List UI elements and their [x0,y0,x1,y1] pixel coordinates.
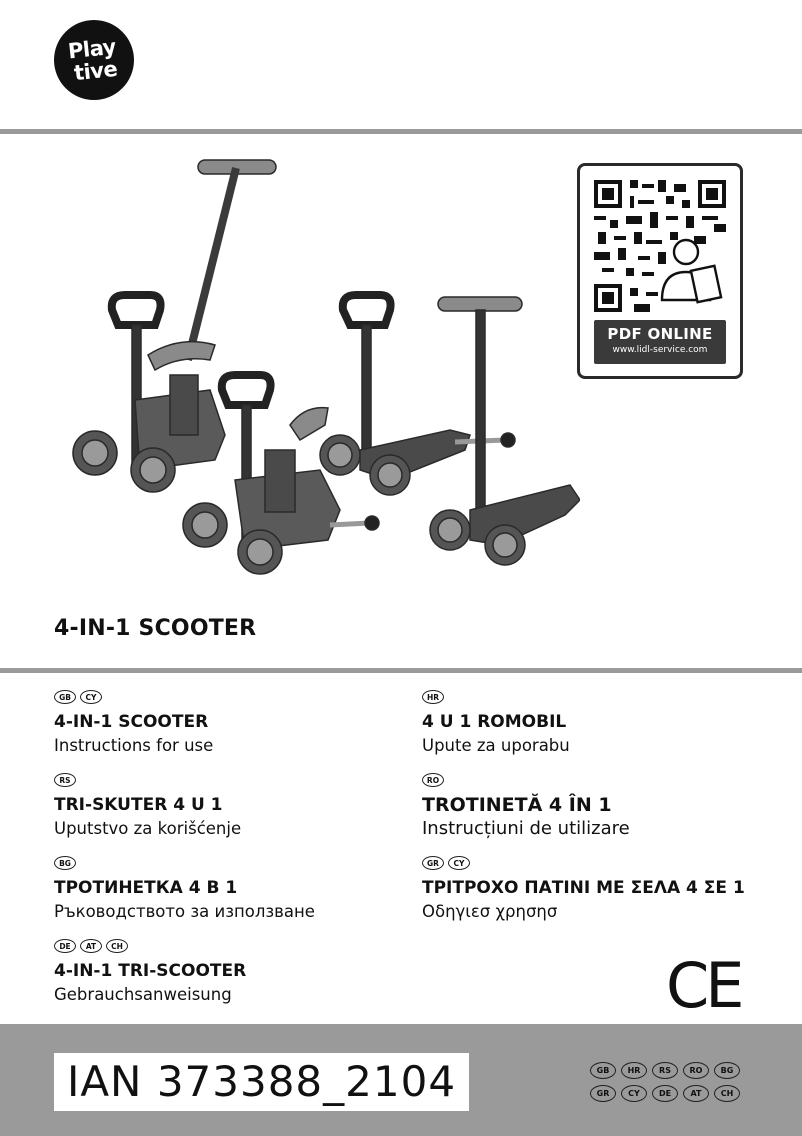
lang-title: 4 U 1 ROMOBIL [422,712,567,732]
country-badges: HR [422,690,570,706]
ce-mark: CE [666,949,744,1022]
pdf-online-label: PDF ONLINE www.lidl-service.com [594,320,726,364]
country-badge: GB [590,1062,616,1079]
lidl-service-url[interactable]: www.lidl-service.com [612,345,708,355]
lang-title: ТРОТИНЕТКА 4 В 1 [54,878,238,898]
country-badge: CH [106,939,128,953]
lang-subtitle: Ръководството за използване [54,902,315,921]
country-badge: RO [683,1062,709,1079]
qr-code-box[interactable]: PDF ONLINE www.lidl-service.com [577,163,743,379]
country-badge: CY [80,690,102,704]
country-badges: GR CY [422,856,745,872]
lang-block-gb-cy: GB CY 4-IN-1 SCOOTER Instructions for us… [54,690,213,756]
lang-subtitle: Uputstvo za korišćenje [54,819,242,838]
playtive-logo: Play tive [54,20,134,100]
lang-title: 4-IN-1 TRI-SCOOTER [54,961,247,981]
lang-title: TROTINETĂ 4 ÎN 1 [422,794,612,816]
country-badge: DE [54,939,76,953]
lang-block-bg: BG ТРОТИНЕТКА 4 В 1 Ръководството за изп… [54,856,315,922]
lang-block-de-at-ch: DE AT CH 4-IN-1 TRI-SCOOTER Gebrauchsanw… [54,939,246,1005]
lang-block-hr: HR 4 U 1 ROMOBIL Upute za uporabu [422,690,570,756]
country-badge: RS [54,773,76,787]
scooter-3 [319,291,516,496]
lang-subtitle: Upute za uporabu [422,736,570,755]
logo-text-tive: tive [73,56,119,86]
scooter-illustration [72,159,580,575]
country-badge: GR [590,1085,616,1102]
country-badges: BG [54,856,315,872]
lang-block-rs: RS TRI-SKUTER 4 U 1 Uputstvo za korišćen… [54,773,241,839]
country-badge: DE [652,1085,678,1102]
scooter-4 [429,296,580,566]
scooter-1 [72,159,277,493]
lang-title: ΤΡΙΤΡΟΧΟ ΠΑΤΙΝΙ ΜΕ ΣΕΛΑ 4 ΣΕ 1 [422,878,745,898]
country-badge: BG [54,856,76,870]
lang-subtitle: Instructions for use [54,736,214,755]
middle-divider [0,668,802,673]
footer-country-badges: GB HR RS RO BG GR CY DE AT CH [590,1062,750,1108]
country-badge: HR [621,1062,647,1079]
country-badge: CY [448,856,470,870]
lang-block-gr-cy: GR CY ΤΡΙΤΡΟΧΟ ΠΑΤΙΝΙ ΜΕ ΣΕΛΑ 4 ΣΕ 1 Οδη… [422,856,745,922]
ian-number: IAN 373388_2104 [54,1053,469,1111]
country-badges: DE AT CH [54,939,246,955]
pdf-online-text: PDF ONLINE [607,325,713,343]
country-badge: AT [683,1085,709,1102]
country-badge: GB [54,690,76,704]
lang-block-ro: RO TROTINETĂ 4 ÎN 1 Instrucțiuni de util… [422,773,630,839]
country-badge: HR [422,690,444,704]
country-badge: CY [621,1085,647,1102]
lang-title: 4-IN-1 SCOOTER [54,712,209,732]
country-badge: CH [714,1085,740,1102]
country-badges: GB CY [54,690,213,706]
country-badge: AT [80,939,102,953]
country-badges: RO [422,773,630,789]
scooter-2 [182,371,380,575]
qr-code [594,180,726,312]
country-badge: RO [422,773,444,787]
country-badge: GR [422,856,444,870]
country-badge: RS [652,1062,678,1079]
lang-subtitle: Instrucțiuni de utilizare [422,818,630,839]
lang-title: TRI-SKUTER 4 U 1 [54,795,223,815]
country-badges: RS [54,773,241,789]
top-divider [0,129,802,134]
product-title: 4-IN-1 SCOOTER [54,616,257,641]
country-badge: BG [714,1062,740,1079]
lang-subtitle: Οδηγιεσ χρησησ [422,902,558,921]
lang-subtitle: Gebrauchsanweisung [54,985,232,1004]
